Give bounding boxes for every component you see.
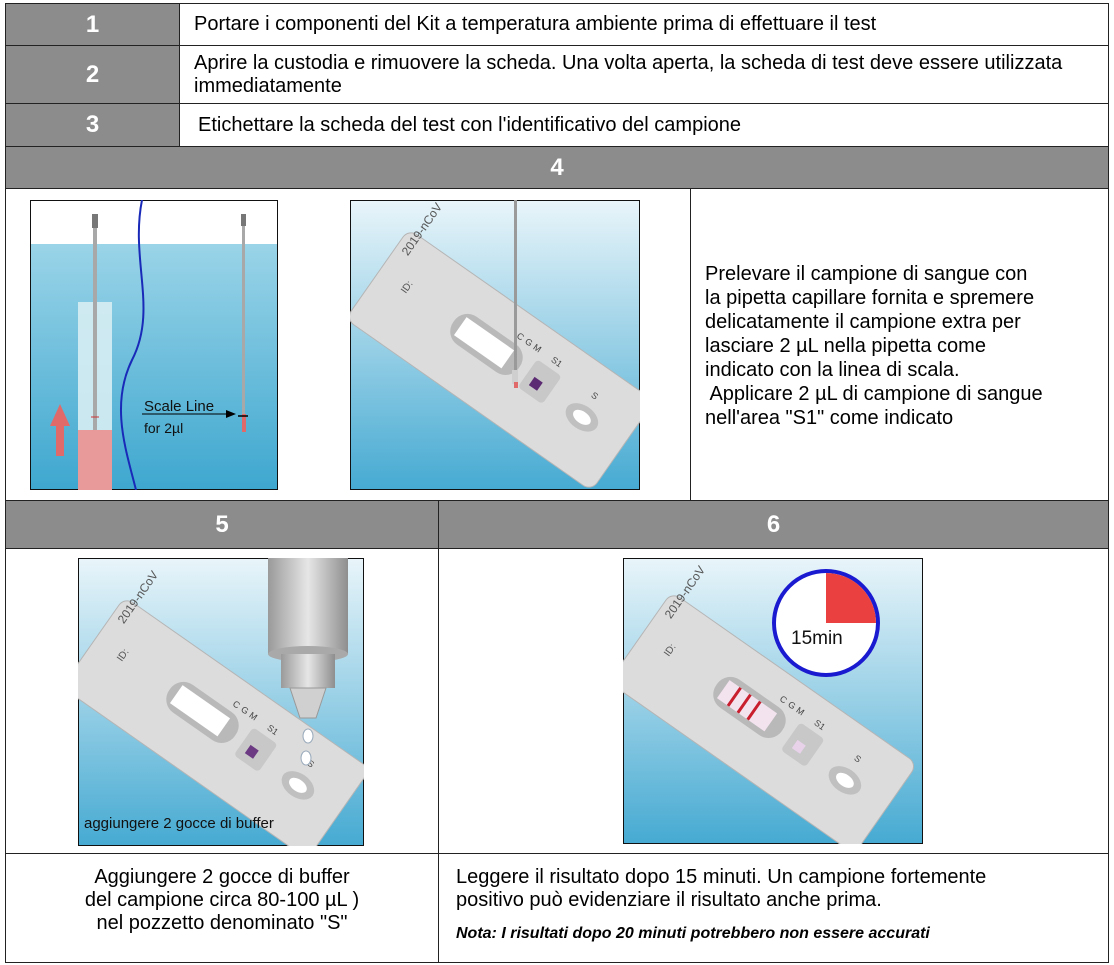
step-4-instructions: Prelevare il campione di sangue con la p… [705,262,1110,430]
step-4-number: 4 [6,147,1108,188]
step-1-number: 1 [6,4,179,45]
card-letter-g: G [523,336,534,348]
result-timer-figure: 2019-nCoV ID: C G M S1 S 15min [623,558,923,844]
step-4-line-6: Applicare 2 µL di campione di sangue [705,383,1043,405]
step-6-line-1: Leggere il risultato dopo 15 minuti. Un … [456,866,987,888]
timer-label: 15min [791,628,843,649]
step-4-line-1: Prelevare il campione di sangue con [705,263,1028,285]
card-letter-s: S [852,753,863,765]
scale-line-label: Scale Line [144,398,214,415]
step-6-number: 6 [439,501,1108,548]
step-5-line-3: nel pozzetto denominato "S" [96,912,348,934]
card-letter-m: M [247,710,259,722]
step-6-note: Nota: I risultati dopo 20 minuti potrebb… [456,925,930,942]
card-letter-s: S [589,390,600,402]
step-4-line-3: delicatamente il campione extra per [705,311,1021,333]
step-3-number: 3 [6,104,179,146]
card-letter-c: C [231,699,242,711]
card-letter-g: G [786,699,797,711]
step-2-text: Aprire la custodia e rimuovere la scheda… [194,51,1063,97]
pipette-scale-figure: Scale Line for 2µl [30,200,278,490]
step-2-number: 2 [6,46,179,103]
step-4-line-4: lasciare 2 µL nella pipetta come [705,335,986,357]
step-6-line-2: positivo può evidenziare il risultato an… [456,889,882,911]
step-5-description: Aggiungere 2 gocce di buffer del campion… [6,866,438,935]
step-4-line-2: la pipetta capillare fornita e spremere [705,287,1035,309]
step-5-line-1: Aggiungere 2 gocce di buffer [94,866,350,888]
test-card-s1-figure: 2019-nCoV ID: C G M S1 S [350,200,640,490]
step-6-description: Leggere il risultato dopo 15 minuti. Un … [456,866,1106,945]
card-letter-m: M [531,342,543,354]
card-letter-c: C [778,694,789,706]
card-letter-c: C [515,331,526,343]
buffer-caption: aggiungere 2 gocce di buffer [84,815,274,832]
card-letter-g: G [239,704,250,716]
step-4-line-5: indicato con la linea di scala. [705,359,960,381]
scale-line-sub-label: for 2µl [144,420,183,436]
step-5-number: 5 [6,501,438,548]
step-1-text: Portare i componenti del Kit a temperatu… [194,13,877,35]
buffer-drop-figure: 2019-nCoV ID: C G M S1 S aggiungere 2 go… [78,558,364,846]
step-5-line-2: del campione circa 80-100 µL ) [84,889,360,911]
card-letter-m: M [794,705,806,717]
step-3-text: Etichettare la scheda del test con l'ide… [198,113,742,136]
step-4-line-7: nell'area "S1" come indicato [705,407,954,429]
card-letter-s: S [305,758,316,770]
